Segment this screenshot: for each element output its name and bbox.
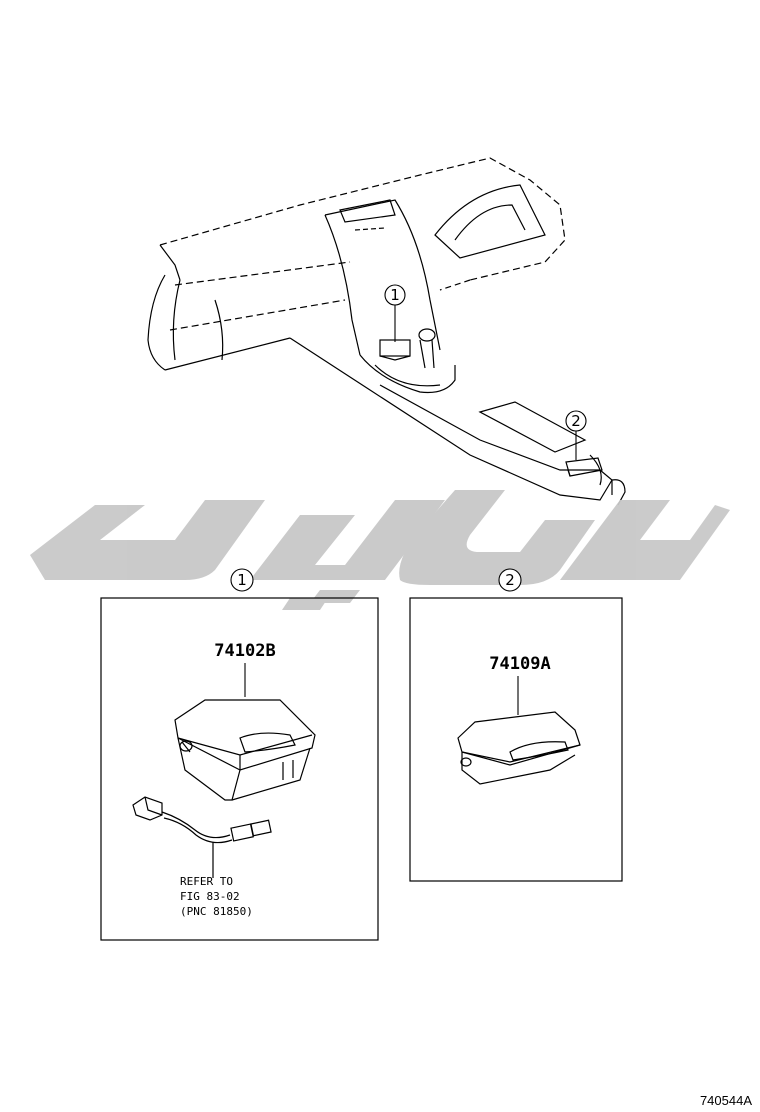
rear-ashtray-part-drawing[interactable]	[457, 711, 581, 785]
detail-box-1: 1 74102B REFER TO FIG 83-02 (PNC	[100, 568, 379, 941]
dashboard-overview	[147, 157, 626, 506]
part-number-74109A[interactable]: 74109A	[489, 654, 550, 674]
watermark-logo	[30, 490, 730, 610]
box-2-callout-circle	[498, 568, 522, 592]
box-1-callout-circle	[230, 568, 254, 592]
figure-id: 740544A	[699, 1093, 752, 1108]
callout-2[interactable]: 2	[565, 410, 587, 460]
ashtray-part-drawing[interactable]	[174, 699, 316, 801]
box-1-callout-number: 1	[237, 571, 247, 589]
refer-note-line-1: REFER TO	[180, 875, 233, 888]
refer-note-line-3: (PNC 81850)	[180, 905, 253, 918]
box-2-callout-number: 2	[505, 571, 515, 589]
part-number-74102B[interactable]: 74102B	[214, 641, 275, 661]
refer-note-line-2: FIG 83-02	[180, 890, 240, 903]
wire-harness-drawing[interactable]	[132, 796, 272, 878]
detail-box-2: 2 74109A	[409, 568, 623, 882]
callout-1[interactable]: 1	[384, 284, 406, 342]
callout-1-number: 1	[390, 286, 400, 304]
callout-2-number: 2	[571, 412, 581, 430]
